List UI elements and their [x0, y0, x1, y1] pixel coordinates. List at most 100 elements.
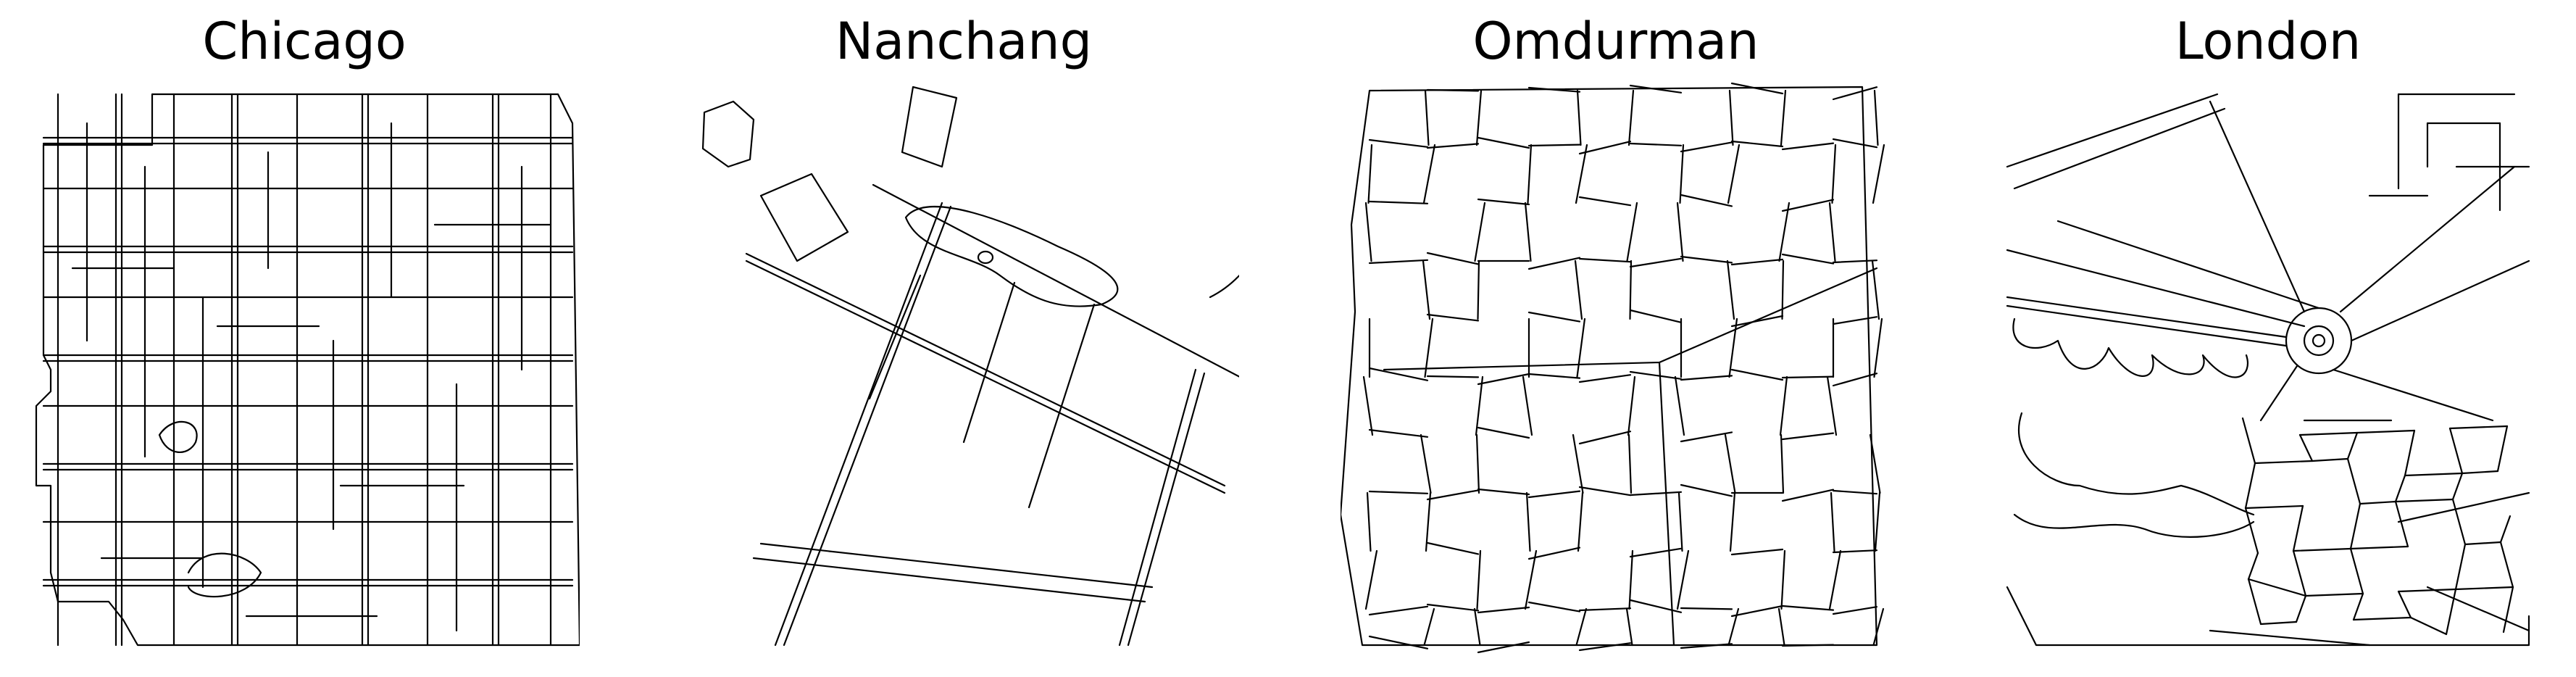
- street: [1422, 144, 1436, 204]
- street: [2496, 425, 2509, 473]
- map-title: Nanchang: [835, 12, 1093, 71]
- street: [1627, 375, 1636, 436]
- map-panel-london: London: [1993, 0, 2543, 677]
- map-title: Omdurman: [1472, 12, 1759, 71]
- street: [1629, 142, 1683, 146]
- street: [1780, 549, 1786, 610]
- street: [1826, 375, 1838, 436]
- street: [2247, 578, 2307, 597]
- street: [1625, 607, 1633, 647]
- street: [2445, 588, 2457, 636]
- street: [2451, 472, 2464, 501]
- street: [1425, 491, 1432, 552]
- main-road: [2259, 365, 2298, 422]
- street: [1477, 373, 1530, 386]
- street: [1828, 549, 1842, 610]
- roundabout-center: [2312, 333, 2326, 348]
- street: [1577, 491, 1584, 552]
- street: [2349, 545, 2409, 550]
- street: [1830, 491, 1835, 552]
- street: [2292, 549, 2307, 597]
- street: [2247, 578, 2262, 626]
- street: [1728, 89, 1734, 146]
- street: [2259, 620, 2298, 626]
- main-road: [2339, 165, 2516, 313]
- street: [1368, 138, 1429, 148]
- street: [1424, 317, 1434, 378]
- pond: [977, 250, 994, 265]
- street: [2404, 472, 2464, 477]
- street: [1680, 607, 1733, 610]
- main-road: [2332, 368, 2494, 422]
- street: [1832, 86, 1878, 101]
- street: [1832, 259, 1878, 264]
- street: [1730, 368, 1784, 381]
- street: [2298, 431, 2359, 436]
- street: [1627, 89, 1635, 146]
- main-road: [2350, 259, 2530, 342]
- street: [1832, 373, 1878, 387]
- main-road: [752, 557, 1146, 603]
- street: [1578, 141, 1632, 155]
- main-road: [759, 542, 1154, 589]
- street: [2394, 500, 2409, 548]
- street: [2394, 498, 2454, 503]
- street: [1781, 644, 1835, 647]
- street: [1780, 89, 1787, 146]
- street: [2304, 592, 2364, 597]
- street: [1527, 257, 1581, 270]
- street: [1426, 88, 1480, 92]
- street: [1527, 490, 1581, 499]
- street: [2349, 502, 2362, 550]
- street: [1367, 144, 1373, 204]
- street: [1477, 488, 1530, 496]
- building-block: [901, 86, 958, 168]
- street: [1366, 491, 1372, 552]
- street: [1426, 313, 1480, 322]
- street: [2404, 429, 2416, 477]
- street: [1869, 433, 1881, 494]
- street: [962, 281, 1016, 444]
- map-panel-chicago: Chicago: [29, 0, 580, 677]
- street: [1832, 606, 1878, 615]
- street: [1873, 89, 1879, 146]
- street: [2499, 515, 2512, 544]
- street: [1626, 202, 1638, 262]
- street: [1578, 486, 1632, 497]
- street: [1527, 144, 1581, 147]
- street: [1680, 375, 1733, 381]
- street: [2352, 616, 2412, 621]
- street: [1680, 194, 1733, 207]
- street: [2397, 491, 2530, 523]
- street: [1477, 198, 1530, 206]
- street: [1473, 607, 1481, 647]
- street: [2454, 543, 2467, 591]
- street: [1574, 259, 1583, 320]
- street: [1364, 549, 1378, 610]
- main-road: [2006, 249, 2306, 328]
- street: [2426, 586, 2530, 632]
- street: [2451, 498, 2467, 546]
- street: [1730, 605, 1784, 618]
- street: [2454, 586, 2514, 591]
- street: [1832, 316, 1878, 325]
- street: [1522, 375, 1533, 436]
- map-panel-omdurman: Omdurman: [1341, 0, 1891, 677]
- street: [1781, 259, 1785, 320]
- street: [1524, 202, 1532, 262]
- main-road: [2013, 107, 2226, 190]
- street: [1872, 144, 1885, 204]
- street: [1475, 433, 1480, 494]
- street: [1364, 202, 1372, 262]
- street: [1477, 136, 1530, 149]
- street: [1832, 489, 1878, 495]
- street: [1832, 549, 1878, 554]
- main-road: [2006, 304, 2288, 347]
- street: [1476, 549, 1482, 610]
- street: [1477, 259, 1480, 320]
- street: [2292, 547, 2352, 552]
- street: [1426, 252, 1480, 265]
- street: [1477, 641, 1530, 654]
- street: [1781, 432, 1835, 441]
- main-road: [745, 252, 1226, 487]
